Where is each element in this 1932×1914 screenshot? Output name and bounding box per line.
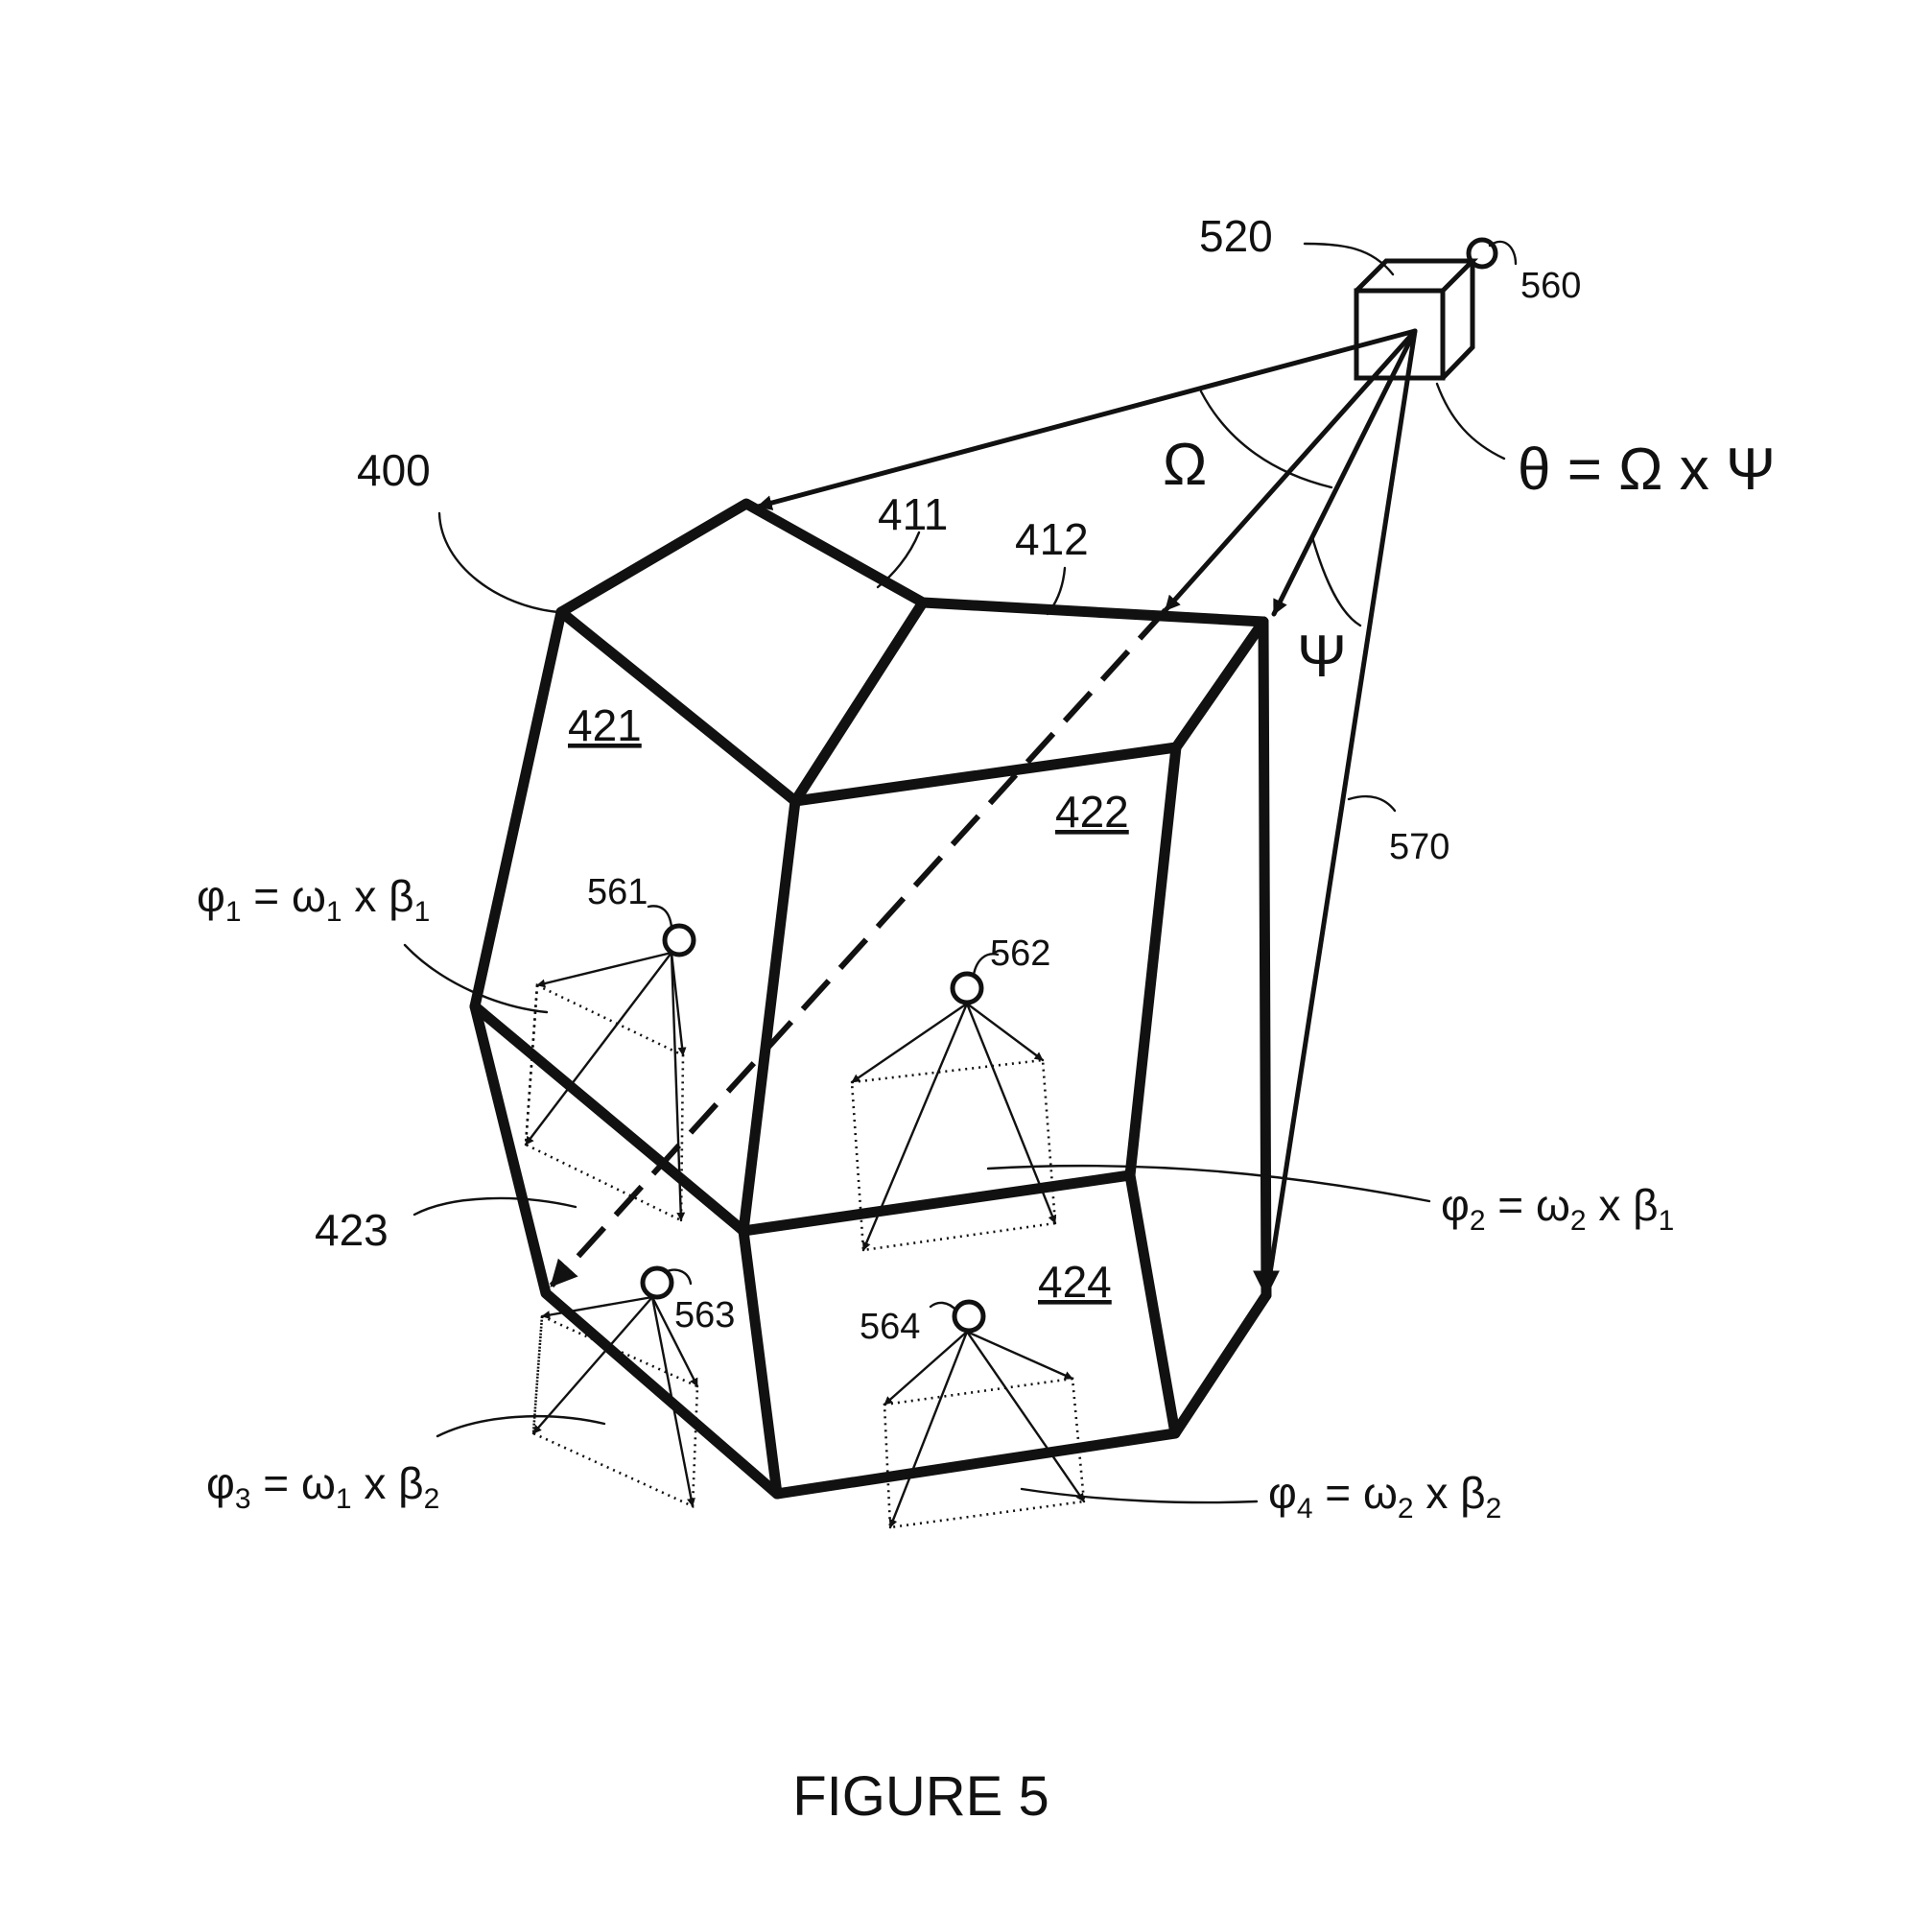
label-563: 563 [674,1295,735,1335]
leader-570 [1349,796,1395,811]
label-400: 400 [357,445,431,495]
light-563-icon [643,1268,671,1297]
label-421: 421 [568,700,642,750]
label-560: 560 [1520,266,1581,306]
label-412: 412 [1015,514,1089,564]
illumination-564 [884,1302,1257,1527]
light-562-icon [953,974,981,1003]
symbol-psi: Ψ [1297,624,1347,690]
label-562: 562 [990,933,1050,974]
light-564-icon [954,1302,983,1331]
equation-theta: θ = Ω x Ψ [1518,437,1776,503]
label-564: 564 [860,1307,920,1347]
label-422: 422 [1055,787,1129,837]
figure-caption: FIGURE 5 [792,1765,1049,1828]
camera-cube-520 [1356,261,1473,378]
equation-phi3: φ3 = ω1 x β2 [206,1458,439,1515]
angle-arc-omega [1201,391,1331,487]
label-570: 570 [1389,827,1449,867]
symbol-omega: Ω [1163,432,1207,498]
light-561-icon [665,926,694,955]
label-561: 561 [587,872,648,912]
equation-phi4: φ4 = ω2 x β2 [1268,1468,1501,1524]
leader-423 [414,1198,576,1215]
label-423: 423 [315,1205,389,1255]
angle-arc-psi [1312,537,1360,626]
leader-400 [439,513,558,612]
label-424: 424 [1038,1257,1112,1307]
equation-phi2: φ2 = ω2 x β1 [1441,1180,1674,1237]
label-520: 520 [1199,211,1273,261]
label-411: 411 [878,489,948,539]
leader-theta [1437,384,1504,459]
equation-phi1: φ1 = ω1 x β1 [197,871,430,928]
